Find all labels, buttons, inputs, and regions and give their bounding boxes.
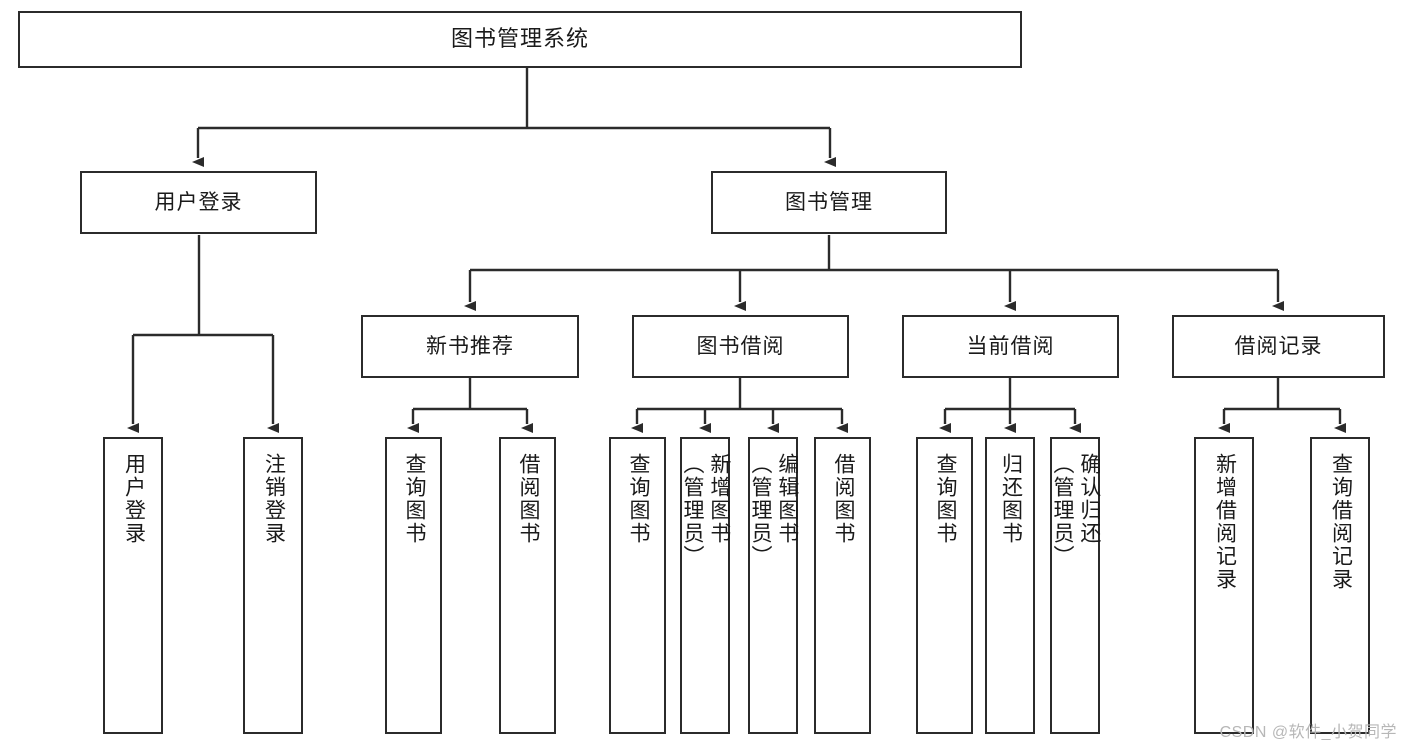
leaf-query-borrow-record[interactable]: 查询借阅记录 (1310, 437, 1370, 734)
leaf-confirm-return-admin[interactable]: 确认归还 （管理员） (1050, 437, 1101, 734)
node-root-system[interactable]: 图书管理系统 (18, 11, 1022, 68)
node-label: 查询借阅记录 (1329, 453, 1353, 591)
node-label: 编辑图书 （管理员） (749, 453, 799, 568)
leaf-query-book-current[interactable]: 查询图书 (916, 437, 973, 734)
watermark: CSDN @软件_小贺同学 (1219, 724, 1397, 741)
node-new-book-recommend[interactable]: 新书推荐 (361, 315, 579, 378)
node-label: 新书推荐 (426, 334, 514, 358)
leaf-return-book[interactable]: 归还图书 (985, 437, 1035, 734)
node-borrow-record[interactable]: 借阅记录 (1172, 315, 1385, 378)
leaf-add-book-admin[interactable]: 新增图书 （管理员） (680, 437, 731, 734)
node-label: 借阅图书 (831, 453, 855, 545)
node-label: 查询图书 (402, 453, 426, 545)
node-label: 新增借阅记录 (1213, 453, 1237, 591)
node-book-management[interactable]: 图书管理 (711, 171, 947, 234)
node-label: 用户登录 (154, 190, 243, 214)
leaf-query-book-recommend[interactable]: 查询图书 (385, 437, 442, 734)
leaf-edit-book-admin[interactable]: 编辑图书 （管理员） (748, 437, 799, 734)
node-label: 归还图书 (999, 453, 1023, 545)
node-label: 借阅记录 (1234, 334, 1323, 358)
node-label: 查询图书 (626, 453, 650, 545)
node-label: 新增图书 （管理员） (681, 453, 731, 568)
node-label: 注销登录 (262, 453, 286, 545)
node-current-borrow[interactable]: 当前借阅 (902, 315, 1119, 378)
node-user-login[interactable]: 用户登录 (80, 171, 317, 234)
node-label: 查询图书 (933, 453, 957, 545)
leaf-user-login[interactable]: 用户登录 (103, 437, 163, 734)
leaf-borrow-book[interactable]: 借阅图书 (814, 437, 871, 734)
leaf-logout-login[interactable]: 注销登录 (243, 437, 303, 734)
leaf-borrow-book-recommend[interactable]: 借阅图书 (499, 437, 556, 734)
node-label: 用户登录 (122, 453, 146, 545)
leaf-add-borrow-record[interactable]: 新增借阅记录 (1194, 437, 1254, 734)
node-label: 借阅图书 (516, 453, 540, 545)
node-label: 图书借阅 (696, 334, 785, 358)
node-label: 图书管理 (785, 190, 873, 214)
node-label: 确认归还 （管理员） (1051, 453, 1101, 568)
node-book-borrow[interactable]: 图书借阅 (632, 315, 849, 378)
leaf-query-book-borrow[interactable]: 查询图书 (609, 437, 666, 734)
node-label: 当前借阅 (966, 334, 1055, 358)
node-label: 图书管理系统 (450, 26, 589, 52)
